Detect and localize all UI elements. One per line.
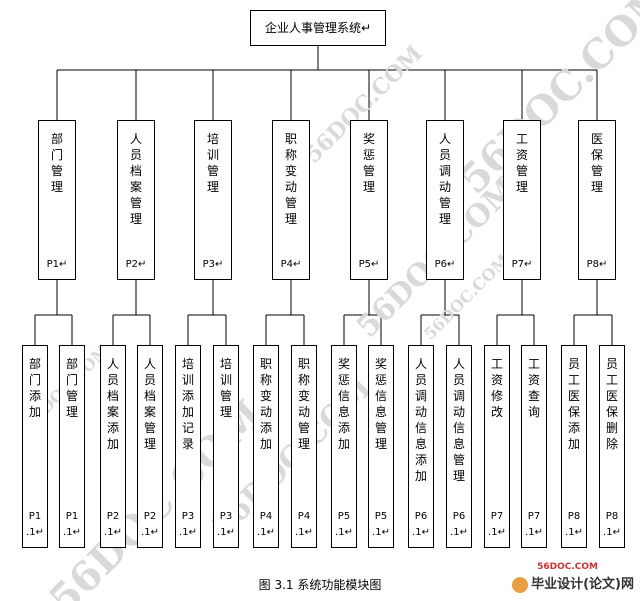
- figure-caption: 图 3.1 系统功能模块图: [258, 578, 382, 592]
- function-node-code: P7 .1↵: [525, 511, 543, 538]
- function-node: 奖 惩 信 息 添 加 P5 .1↵: [331, 345, 357, 548]
- module-node-code: P7↵: [511, 259, 533, 270]
- brand-circle-icon: [512, 576, 529, 593]
- function-node-code: P8 .1↵: [603, 511, 621, 538]
- function-node: 员 工 医 保 删 除 P8 .1↵: [599, 345, 625, 548]
- function-node: 人 员 档 案 管 理 P2 .1↵: [137, 345, 163, 548]
- module-node-label: 人 员 档 案 管 理: [129, 132, 142, 226]
- brand-logo: 毕业设计(论文)网: [512, 573, 634, 593]
- function-node-label: 人 员 调 动 信 息 管 理: [452, 357, 465, 483]
- function-node-code: P2 .1↵: [141, 511, 159, 538]
- function-node-label: 奖 惩 信 息 添 加: [337, 357, 350, 451]
- function-node: 培 训 添 加 记 录 P3 .1↵: [175, 345, 201, 548]
- function-node-code: P1 .1↵: [63, 511, 81, 538]
- function-node: 工 资 修 改 P7 .1↵: [484, 345, 510, 548]
- function-node-code: P2 .1↵: [104, 511, 122, 538]
- module-node: 职 称 变 动 管 理 P4↵: [272, 120, 310, 280]
- brand-name: 毕业设计(论文)网: [531, 577, 634, 592]
- module-node-label: 医 保 管 理: [590, 132, 603, 194]
- function-node: 奖 惩 信 息 管 理 P5 .1↵: [368, 345, 394, 548]
- module-node-label: 部 门 管 理: [50, 132, 63, 194]
- function-node: 部 门 添 加 P1 .1↵: [22, 345, 48, 548]
- function-node: 职 称 变 动 添 加 P4 .1↵: [253, 345, 279, 548]
- function-node-label: 工 资 修 改: [490, 357, 503, 419]
- function-node-label: 员 工 医 保 删 除: [605, 357, 618, 451]
- root-node: 企业人事管理系统↵: [250, 10, 386, 46]
- function-node: 人 员 调 动 信 息 添 加 P6 .1↵: [408, 345, 434, 548]
- function-node-label: 职 称 变 动 添 加: [259, 357, 272, 451]
- function-node-code: P8 .1↵: [565, 511, 583, 538]
- function-node-label: 部 门 管 理: [65, 357, 78, 419]
- module-node-code: P3↵: [202, 259, 224, 270]
- module-node-label: 培 训 管 理: [206, 132, 219, 194]
- function-node-label: 培 训 添 加 记 录: [181, 357, 194, 451]
- module-node-code: P4↵: [280, 259, 302, 270]
- function-node: 培 训 管 理 P3 .1↵: [213, 345, 239, 548]
- module-node-label: 职 称 变 动 管 理: [284, 132, 297, 226]
- function-node-code: P3 .1↵: [217, 511, 235, 538]
- module-node: 人 员 档 案 管 理 P2↵: [117, 120, 155, 280]
- module-node: 人 员 调 动 管 理 P6↵: [426, 120, 464, 280]
- function-node-label: 人 员 档 案 管 理: [143, 357, 156, 451]
- function-node-code: P6 .1↵: [412, 511, 430, 538]
- module-node-code: P5↵: [358, 259, 380, 270]
- module-node-code: P6↵: [434, 259, 456, 270]
- function-node-code: P4 .1↵: [257, 511, 275, 538]
- module-node-code: P1↵: [46, 259, 68, 270]
- function-node: 人 员 档 案 添 加 P2 .1↵: [100, 345, 126, 548]
- function-node: 人 员 调 动 信 息 管 理 P6 .1↵: [446, 345, 472, 548]
- function-node: 员 工 医 保 添 加 P8 .1↵: [561, 345, 587, 548]
- module-node: 工 资 管 理 P7↵: [503, 120, 541, 280]
- function-node-label: 人 员 调 动 信 息 添 加: [414, 357, 427, 483]
- module-node: 医 保 管 理 P8↵: [578, 120, 616, 280]
- function-node-label: 人 员 档 案 添 加: [106, 357, 119, 451]
- function-node-code: P5 .1↵: [372, 511, 390, 538]
- function-node-label: 培 训 管 理: [219, 357, 232, 419]
- function-node-code: P3 .1↵: [179, 511, 197, 538]
- function-node: 职 称 变 动 管 理 P4 .1↵: [291, 345, 317, 548]
- function-node-label: 职 称 变 动 管 理: [297, 357, 310, 451]
- module-node-label: 人 员 调 动 管 理: [438, 132, 451, 226]
- module-node-code: P2↵: [125, 259, 147, 270]
- function-node-code: P4 .1↵: [295, 511, 313, 538]
- function-node-code: P7 .1↵: [488, 511, 506, 538]
- function-node-label: 员 工 医 保 添 加: [567, 357, 580, 451]
- module-node-label: 奖 惩 管 理: [362, 132, 375, 194]
- function-node: 工 资 查 询 P7 .1↵: [521, 345, 547, 548]
- function-node-label: 部 门 添 加: [28, 357, 41, 419]
- root-node-label: 企业人事管理系统↵: [264, 21, 372, 35]
- function-node-label: 奖 惩 信 息 管 理: [374, 357, 387, 451]
- function-node-code: P1 .1↵: [26, 511, 44, 538]
- function-node-code: P5 .1↵: [335, 511, 353, 538]
- function-node-code: P6 .1↵: [450, 511, 468, 538]
- function-node: 部 门 管 理 P1 .1↵: [59, 345, 85, 548]
- brand-domain: 56DOC.COM: [537, 562, 598, 572]
- function-node-label: 工 资 查 询: [527, 357, 540, 419]
- module-node: 奖 惩 管 理 P5↵: [350, 120, 388, 280]
- module-node: 部 门 管 理 P1↵: [38, 120, 76, 280]
- module-node: 培 训 管 理 P3↵: [194, 120, 232, 280]
- module-node-label: 工 资 管 理: [515, 132, 528, 194]
- module-node-code: P8↵: [586, 259, 608, 270]
